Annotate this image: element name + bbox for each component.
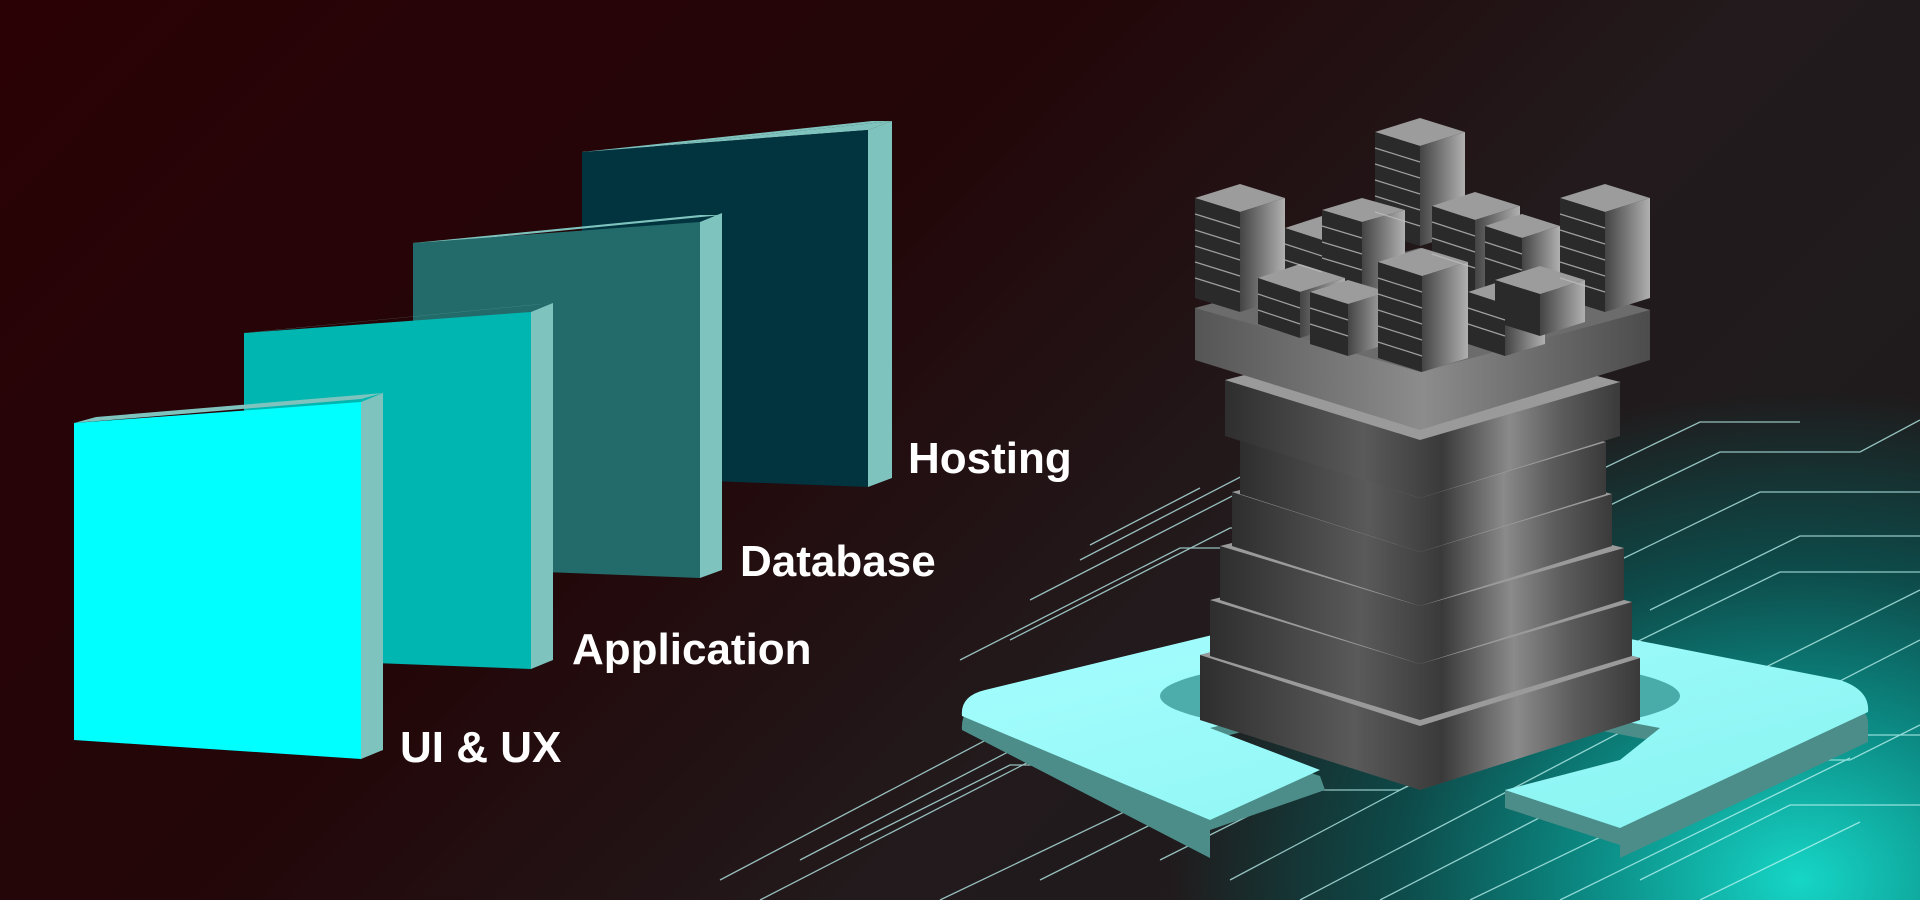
server-tower-icon	[1194, 118, 1650, 790]
layer-label-hosting: Hosting	[908, 434, 1072, 483]
layer-label-application: Application	[572, 625, 812, 674]
layer-label-database: Database	[740, 537, 936, 586]
ui-ux-panel	[74, 393, 383, 759]
layer-label-ui-ux: UI & UX	[400, 723, 562, 772]
